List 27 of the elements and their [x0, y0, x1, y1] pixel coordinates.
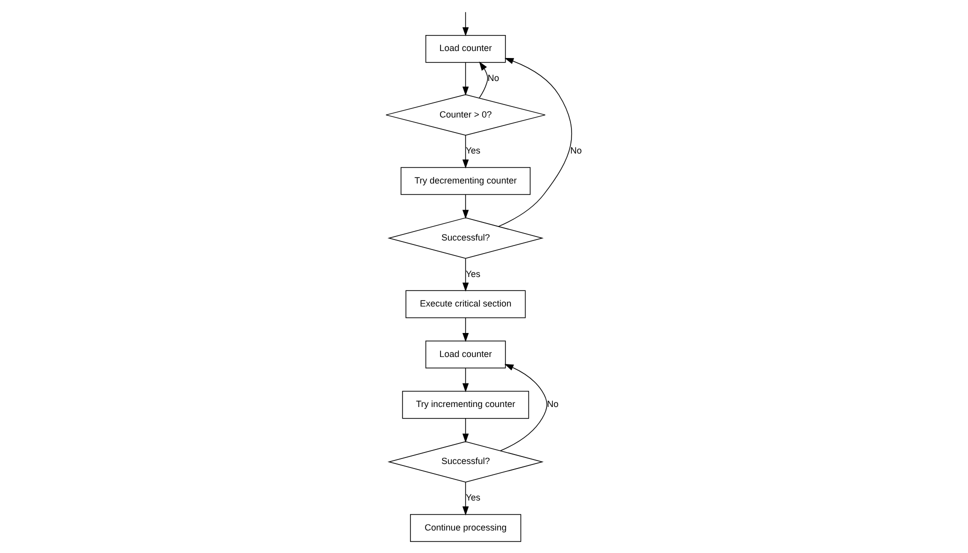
arrow [462, 482, 469, 516]
arrow [462, 135, 469, 169]
edge-label: Yes [466, 268, 480, 279]
arrow [462, 418, 469, 443]
edge-label: No [570, 146, 582, 156]
node-box: Load counter [425, 34, 506, 63]
arrow [462, 12, 469, 36]
edge-label: No [488, 72, 500, 83]
edge-label: Yes [466, 146, 480, 156]
node-box: Execute critical section [406, 290, 526, 318]
arrow [462, 194, 469, 219]
node-box: Load counter [425, 340, 506, 368]
arrow [500, 364, 548, 452]
arrow [462, 317, 469, 342]
arrow [498, 58, 572, 227]
node-diamond: Successful? [388, 217, 544, 259]
arrow [462, 258, 469, 292]
node-box: Try incrementing counter [402, 390, 530, 419]
node-diamond: Successful? [388, 441, 544, 483]
arrow [479, 62, 488, 98]
edge-label: No [546, 399, 558, 410]
node-diamond: Counter > 0? [386, 94, 546, 136]
edge-label: Yes [466, 492, 480, 503]
arrow [462, 368, 469, 392]
arrow [462, 62, 469, 96]
node-box: Continue processing [410, 514, 522, 542]
node-box: Try decrementing counter [400, 167, 531, 195]
